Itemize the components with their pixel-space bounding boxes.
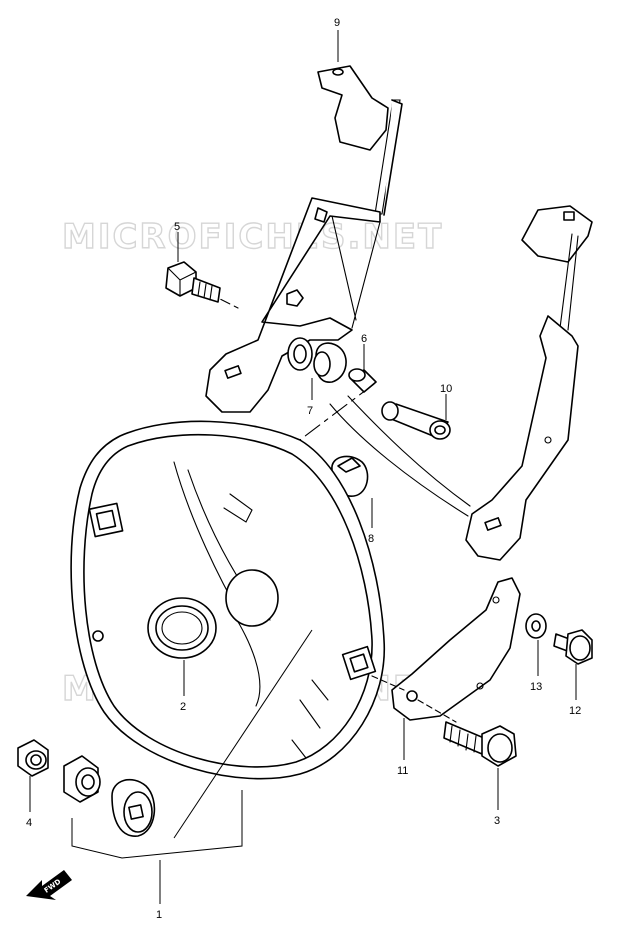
watermark-top: MICROFICHES.NET [62,217,443,257]
fwd-arrow-icon: FWD [26,870,72,900]
part-5-bolt [165,261,221,303]
callout-13: 13 [530,681,542,693]
part-1-cushion [111,778,156,837]
callout-7: 7 [307,405,313,417]
callout-6: 6 [361,333,367,345]
part-13-washer [525,613,547,639]
right-mount-bracket [329,205,593,561]
left-mount-bracket [205,197,381,413]
part-1-headlight-housing [70,420,386,780]
part-1-group-bracket [71,790,243,859]
callout-labels: 9 5 6 7 10 8 2 4 1 11 3 13 12 [26,17,581,921]
callout-8: 8 [368,533,374,545]
part-7-grommet [287,337,347,383]
callout-11: 11 [397,765,408,777]
callout-12: 12 [569,705,581,717]
part-9-upper-bracket [317,65,403,216]
callout-5: 5 [174,221,180,233]
part-12-bolt [553,629,593,665]
part-6-collar [348,368,377,393]
leader-lines [29,30,577,904]
callout-4: 4 [26,817,32,829]
callout-10: 10 [440,383,452,395]
callout-9: 9 [334,17,340,29]
part-1-washer [63,755,101,803]
part-10-spacer [381,401,451,440]
part-3-bolt [443,721,517,767]
part-4-nut [17,739,49,777]
callout-1: 1 [156,909,162,921]
part-1-group-line [173,629,313,839]
callout-2: 2 [180,701,186,713]
part-2-grommet [161,611,203,645]
part-11-side-bracket [371,577,521,723]
callout-3: 3 [494,815,500,827]
